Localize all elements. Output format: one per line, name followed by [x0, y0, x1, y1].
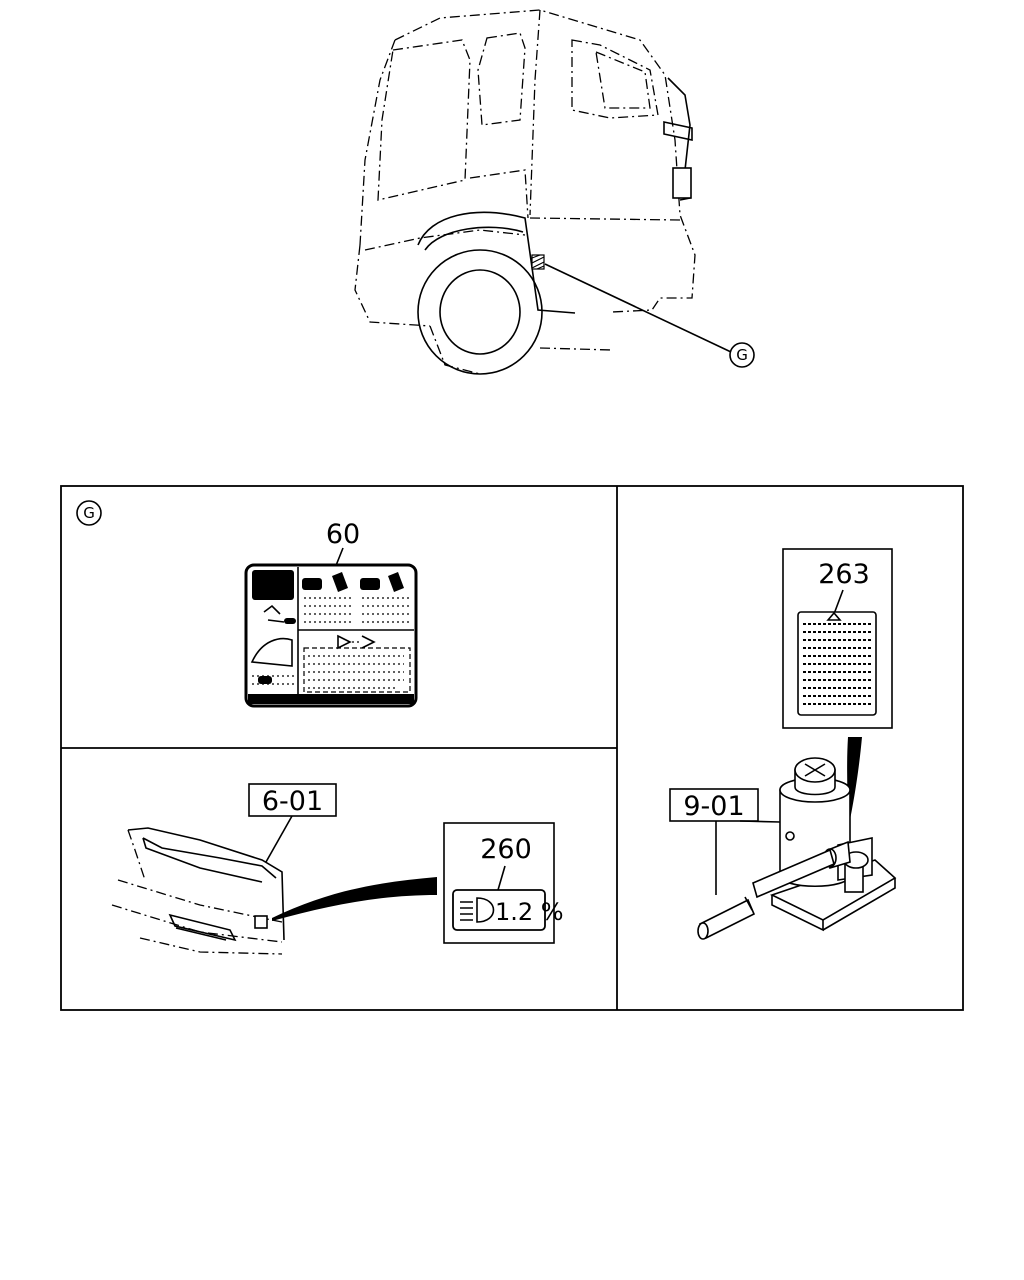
decal-60-sticker	[244, 563, 418, 708]
ref-6-01-box[interactable]: 6-01	[248, 783, 337, 817]
ref-9-01-box[interactable]: 9-01	[669, 788, 759, 822]
detail-callout-g[interactable]: G	[729, 342, 755, 368]
decal-263-box[interactable]: 263	[782, 548, 893, 729]
ref-9-01-leader	[715, 820, 781, 895]
inset-callout-g: G	[76, 500, 102, 526]
decal-60-label: 60	[326, 519, 360, 550]
svg-text:6-01: 6-01	[262, 786, 323, 817]
headlamp-icon	[460, 897, 495, 923]
svg-text:260: 260	[480, 834, 532, 865]
svg-text:263: 263	[818, 559, 870, 590]
truck-cab-illustration	[354, 9, 732, 375]
ref-6-01-leader	[265, 815, 293, 863]
decal-260-box[interactable]: 260 1.2 %	[443, 822, 564, 944]
svg-text:9-01: 9-01	[683, 791, 744, 822]
detail-frame	[60, 485, 964, 1011]
svg-text:G: G	[83, 504, 95, 522]
hydraulic-jack-illustration	[697, 757, 897, 940]
svg-text:G: G	[736, 346, 748, 364]
front-bumper-illustration	[111, 827, 437, 955]
decal-263-pointer	[847, 737, 862, 830]
headlamp-aim-value: 1.2 %	[495, 898, 564, 926]
